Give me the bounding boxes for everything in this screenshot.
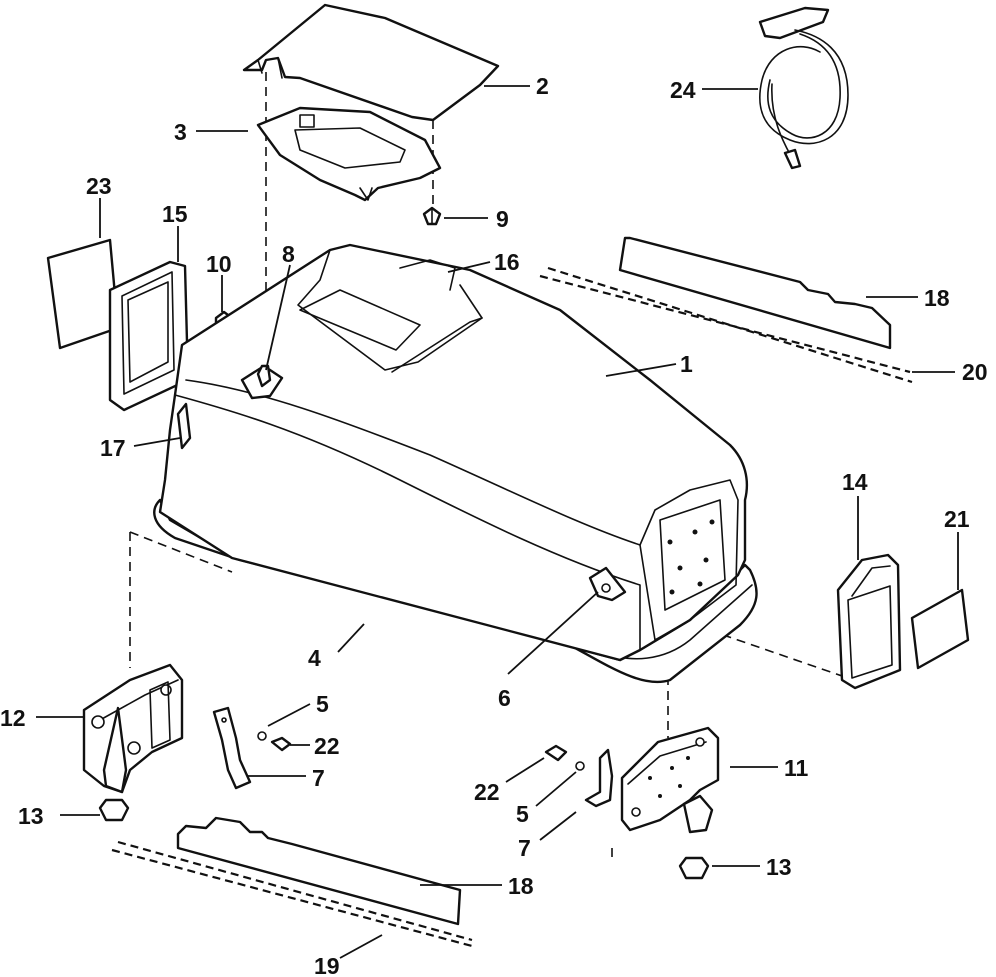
callout-1: 1 xyxy=(680,351,693,377)
top-cover-part-2 xyxy=(242,3,500,122)
callout-5-right: 5 xyxy=(516,801,529,827)
decal-part-21 xyxy=(910,588,970,670)
callout-labels: 1 2 3 4 5 5 6 7 7 8 9 10 11 12 13 13 14 … xyxy=(0,73,988,977)
callout-15: 15 xyxy=(162,201,188,227)
callout-22-left: 22 xyxy=(314,733,340,759)
callout-4: 4 xyxy=(308,645,321,671)
washer-screw-right xyxy=(544,744,585,771)
lanyard-cord-part-24 xyxy=(758,6,849,170)
callout-21: 21 xyxy=(944,506,970,532)
callout-10: 10 xyxy=(206,251,232,277)
callout-13-left: 13 xyxy=(18,803,44,829)
callout-18-upper: 18 xyxy=(924,285,950,311)
callout-17: 17 xyxy=(100,435,126,461)
callout-12: 12 xyxy=(0,705,26,731)
grommet-part-13-left xyxy=(98,798,130,822)
callout-19: 19 xyxy=(314,953,340,977)
vent-cover-part-14 xyxy=(836,553,902,690)
callout-6: 6 xyxy=(498,685,511,711)
callout-5-left: 5 xyxy=(316,691,329,717)
callout-7-left: 7 xyxy=(312,765,325,791)
side-rail-part-18-upper xyxy=(539,236,913,384)
callout-2: 2 xyxy=(536,73,549,99)
screw-part-9 xyxy=(422,206,442,226)
washer-screw-left xyxy=(257,731,292,752)
seal-frame-part-3 xyxy=(256,106,442,202)
leader-lines xyxy=(36,85,959,959)
callout-24: 24 xyxy=(670,77,696,103)
callout-20: 20 xyxy=(962,359,988,385)
bracket-part-11 xyxy=(620,726,720,834)
callout-23: 23 xyxy=(86,173,112,199)
bracket-part-12 xyxy=(82,663,184,794)
callout-16: 16 xyxy=(494,249,520,275)
vent-frame-part-15 xyxy=(108,260,190,412)
cowl-part-1 xyxy=(153,243,758,684)
side-rail-part-18-lower xyxy=(111,816,473,948)
grommet-part-13-right xyxy=(678,856,710,880)
callout-8: 8 xyxy=(282,241,295,267)
assembly-guide-lines xyxy=(129,72,846,860)
callout-9: 9 xyxy=(496,206,509,232)
callout-13-right: 13 xyxy=(766,854,792,880)
callout-22-right: 22 xyxy=(474,779,500,805)
callout-18-lower: 18 xyxy=(508,873,534,899)
callout-3: 3 xyxy=(174,119,187,145)
decal-part-23 xyxy=(46,238,120,350)
bracket-arm-part-7-right xyxy=(584,748,614,808)
bracket-arm-part-7-left xyxy=(212,706,252,790)
callout-11: 11 xyxy=(784,755,809,781)
callout-7-right: 7 xyxy=(518,835,531,861)
callout-14: 14 xyxy=(842,469,868,495)
